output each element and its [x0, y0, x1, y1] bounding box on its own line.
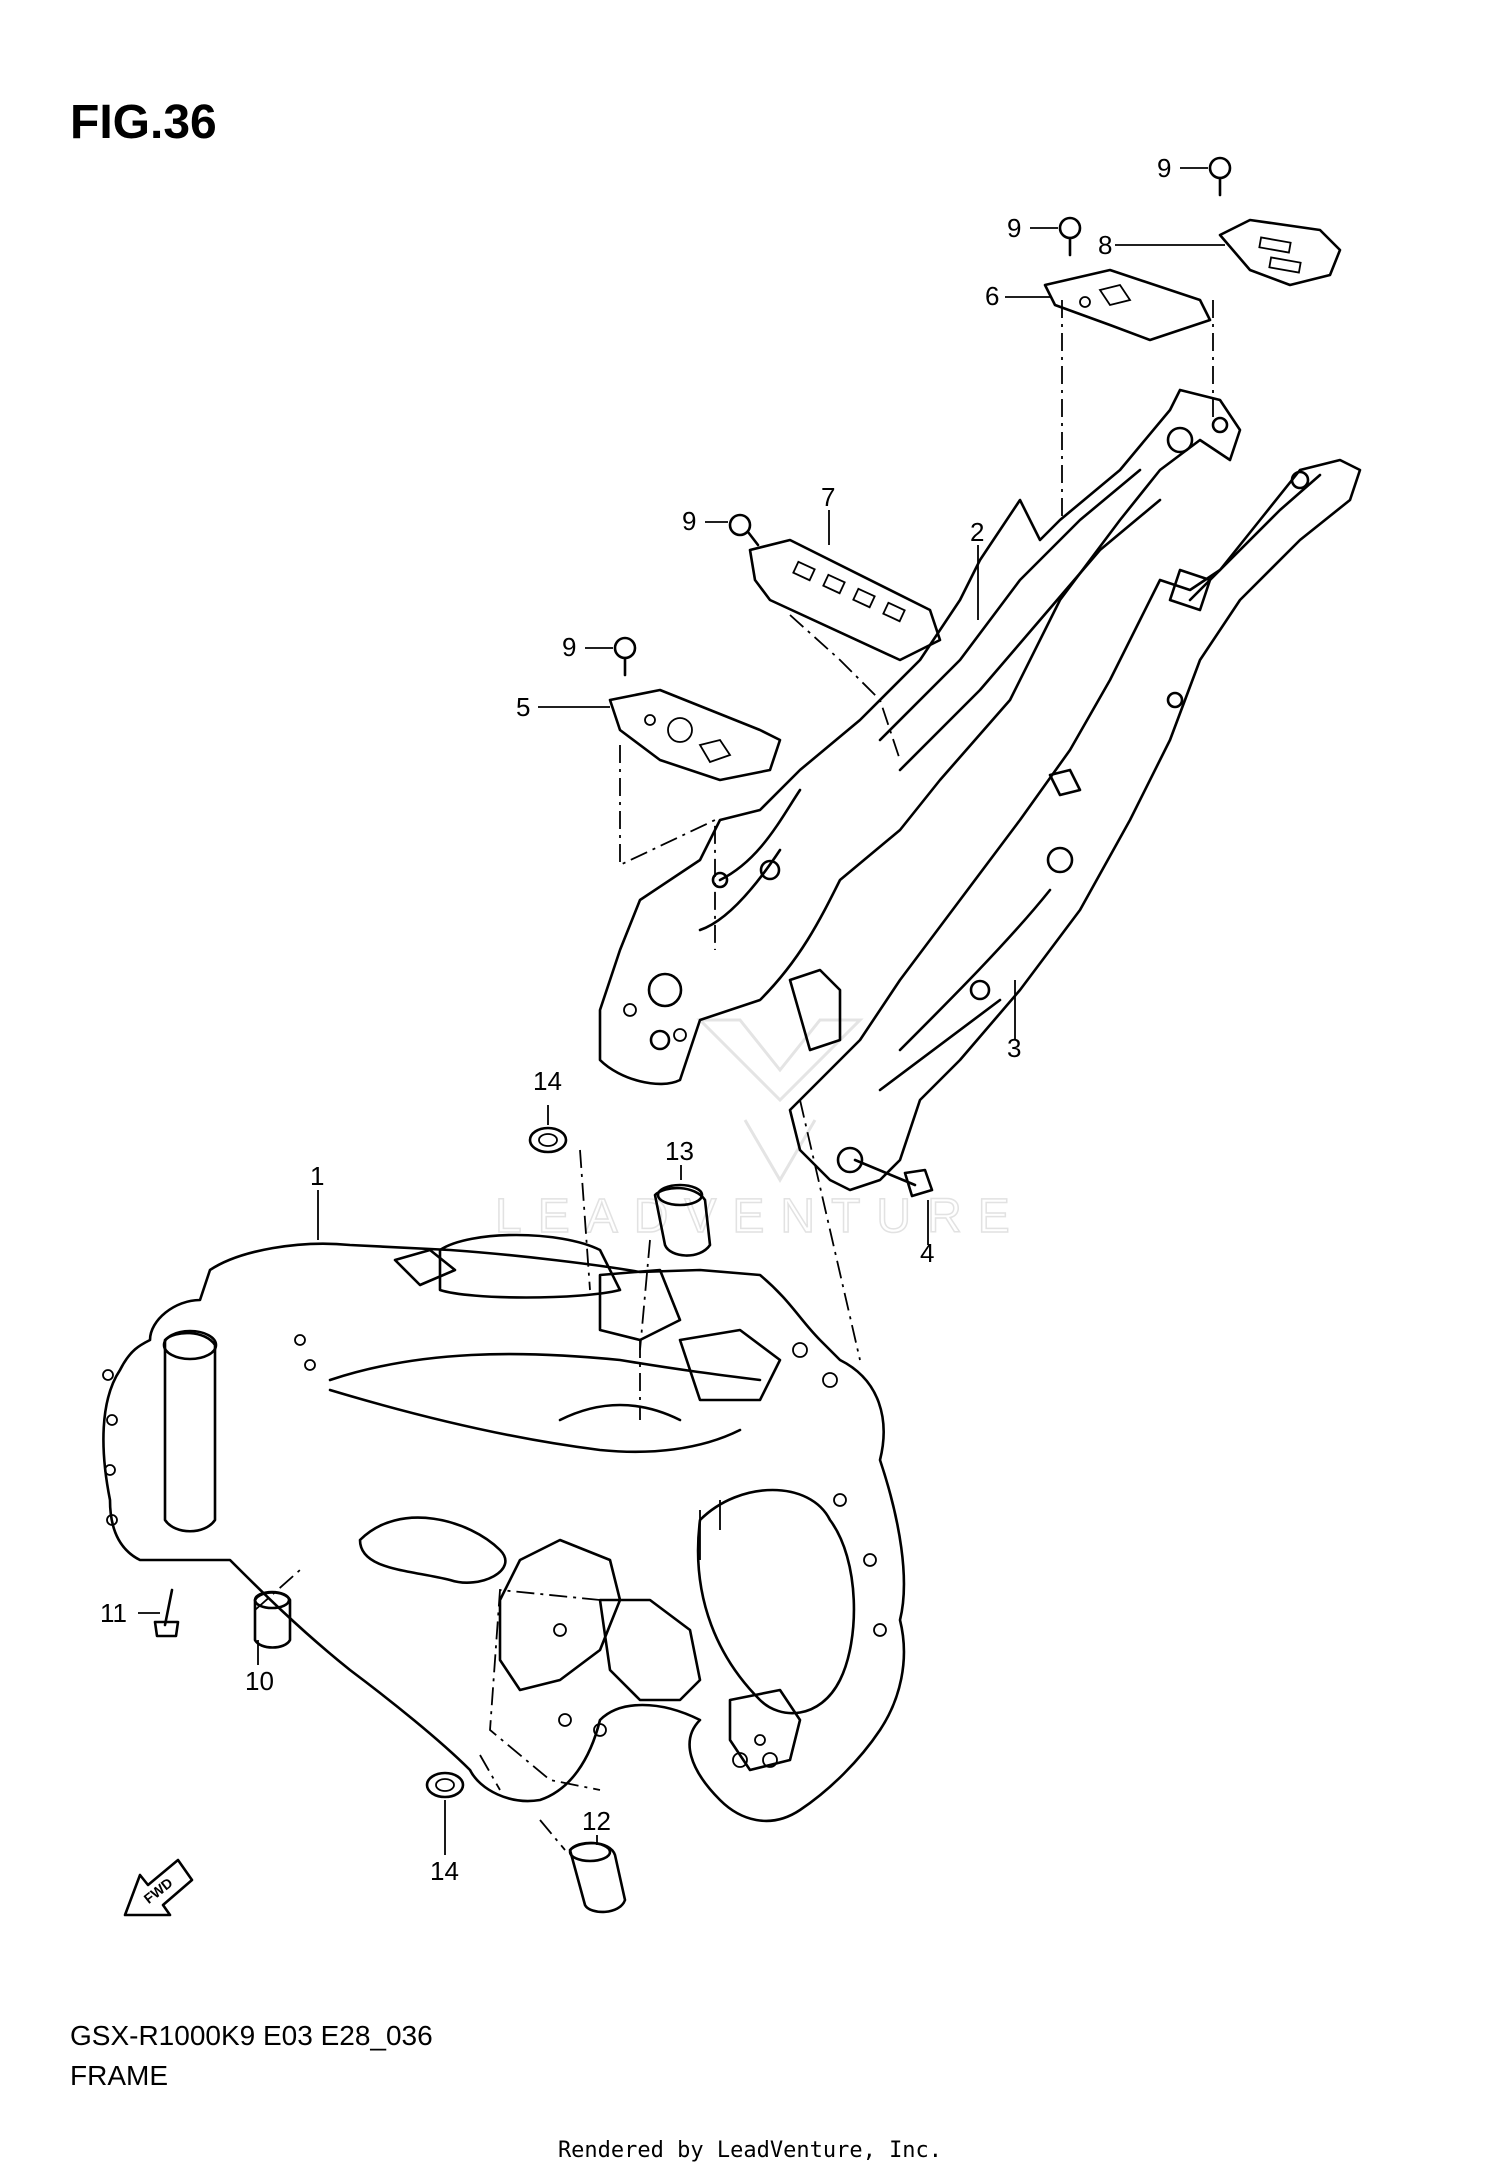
- figure-title: FIG.36: [70, 96, 217, 149]
- collar-part-13: [653, 1183, 712, 1257]
- seat-rail-right-part-3: [788, 458, 1362, 1192]
- callout-11: 11: [100, 1598, 127, 1628]
- callout-10: 10: [245, 1666, 274, 1696]
- leader-lines: [138, 167, 1225, 1855]
- callout-2: 2: [970, 517, 984, 547]
- callout-9-top-right: 9: [1157, 153, 1171, 183]
- callout-7: 7: [821, 482, 835, 512]
- assembly-lines: [254, 300, 1214, 1851]
- model-code: GSX-R1000K9 E03 E28_036: [70, 2020, 433, 2051]
- callout-14-upper: 14: [533, 1066, 562, 1096]
- callout-8: 8: [1098, 230, 1112, 260]
- callout-3: 3: [1007, 1033, 1021, 1063]
- callout-9-middle: 9: [682, 506, 696, 536]
- callout-14-lower: 14: [430, 1856, 459, 1886]
- bolt-part-9: [613, 156, 1232, 677]
- collar-part-10: [253, 1590, 292, 1649]
- rendered-by-footer: Rendered by LeadVenture, Inc.: [557, 2138, 943, 2163]
- forward-direction-icon: FWD: [123, 1858, 194, 1917]
- callout-5: 5: [516, 692, 530, 722]
- collar-part-12: [568, 1841, 627, 1914]
- callout-labels: 9 9 8 6 9 7 2 9 5 3 4 1 14 13 11 10 12 1…: [100, 153, 1171, 1886]
- bolt-part-11: [153, 1588, 180, 1638]
- callout-6: 6: [985, 281, 999, 311]
- seat-rail-left-part-2: [598, 388, 1242, 1086]
- fwd-label: FWD: [141, 1874, 176, 1906]
- slotted-plate-part-7: [748, 538, 942, 662]
- callout-1: 1: [310, 1161, 324, 1191]
- watermark-text: LEADVENTURE: [495, 1190, 1026, 1243]
- main-frame-part-1: [102, 1233, 906, 1823]
- bolt-part-4: [853, 1158, 934, 1198]
- callout-9-upper: 9: [1007, 213, 1021, 243]
- callout-9-lower: 9: [562, 632, 576, 662]
- slotted-plate-part-8: [1218, 218, 1342, 287]
- callout-12: 12: [582, 1806, 611, 1836]
- callout-13: 13: [665, 1136, 694, 1166]
- callout-4: 4: [920, 1238, 934, 1268]
- leadventure-watermark: LEADVENTURE: [494, 1018, 1026, 1244]
- rubber-part-14: [425, 1126, 568, 1799]
- section-name: FRAME: [70, 2060, 168, 2091]
- bracket-part-5: [608, 688, 782, 782]
- bracket-plate-part-6: [1043, 268, 1212, 342]
